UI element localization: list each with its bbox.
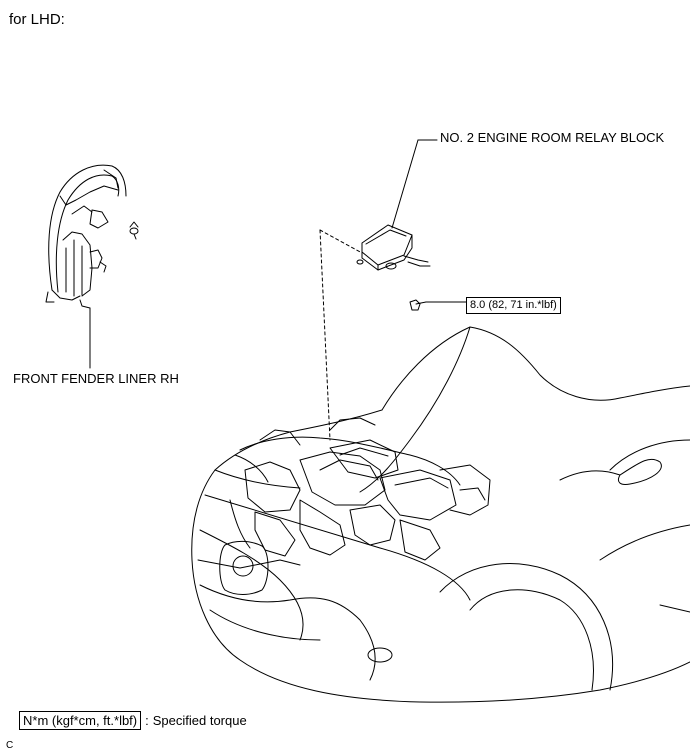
torque-spec-box: 8.0 (82, 71 in.*lbf) bbox=[466, 297, 561, 314]
legend: N*m (kgf*cm, ft.*lbf) : Specified torque bbox=[19, 711, 247, 730]
leader-dashed-line-2 bbox=[319, 229, 363, 254]
bolt-icon bbox=[409, 299, 467, 311]
fender-liner-label: FRONT FENDER LINER RH bbox=[13, 371, 179, 386]
relay-block-label: NO. 2 ENGINE ROOM RELAY BLOCK bbox=[440, 130, 665, 145]
legend-description: Specified torque bbox=[152, 713, 247, 728]
relay-block-illustration bbox=[356, 139, 438, 271]
figure-code: C bbox=[6, 740, 14, 751]
clip-icon bbox=[129, 221, 139, 240]
page-heading: for LHD: bbox=[9, 11, 65, 28]
vehicle-front-illustration bbox=[191, 326, 690, 703]
legend-separator: : bbox=[145, 713, 149, 728]
leader-dashed-line bbox=[319, 229, 331, 441]
fender-liner-illustration bbox=[45, 164, 127, 369]
legend-unit-box: N*m (kgf*cm, ft.*lbf) bbox=[19, 711, 142, 730]
